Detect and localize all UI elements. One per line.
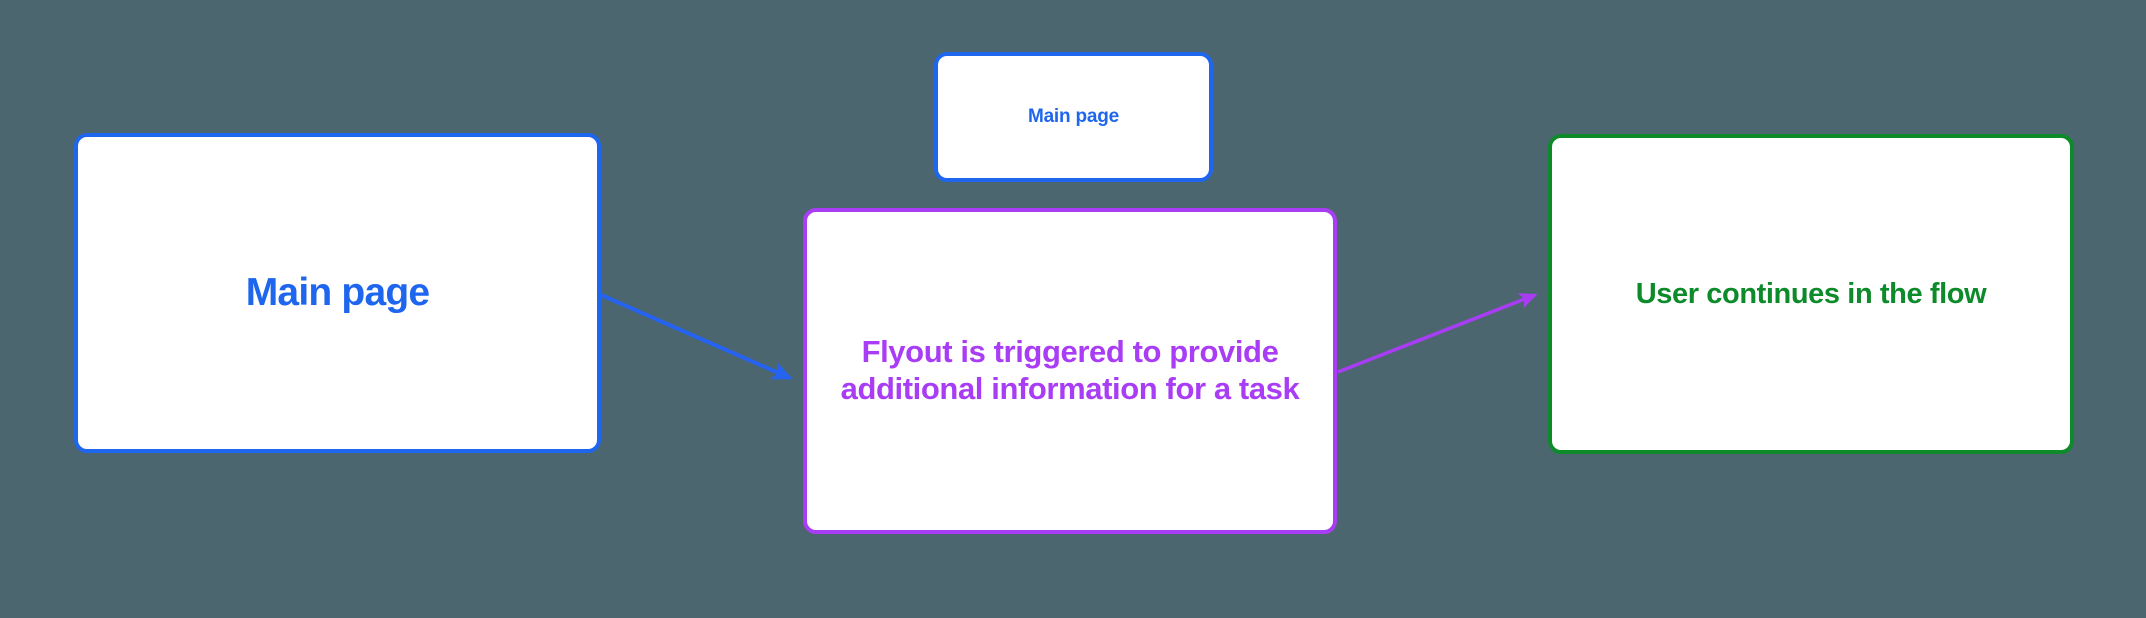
node-outcome[interactable]: User continues in the flow bbox=[1548, 134, 2074, 454]
node-main-page-label: Main page bbox=[245, 270, 430, 314]
node-main-page-small[interactable]: Main page bbox=[934, 52, 1213, 182]
node-flyout-label: Flyout is triggered to provide additiona… bbox=[840, 334, 1300, 406]
node-main-page[interactable]: Main page bbox=[74, 133, 601, 453]
connector-flyout-to-outcome bbox=[1337, 293, 1538, 374]
connector-main-page-to-flyout bbox=[600, 293, 793, 380]
node-flyout[interactable]: Flyout is triggered to provide additiona… bbox=[803, 208, 1337, 534]
node-outcome-label: User continues in the flow bbox=[1635, 277, 1987, 310]
node-main-page-small-label: Main page bbox=[1027, 105, 1120, 127]
